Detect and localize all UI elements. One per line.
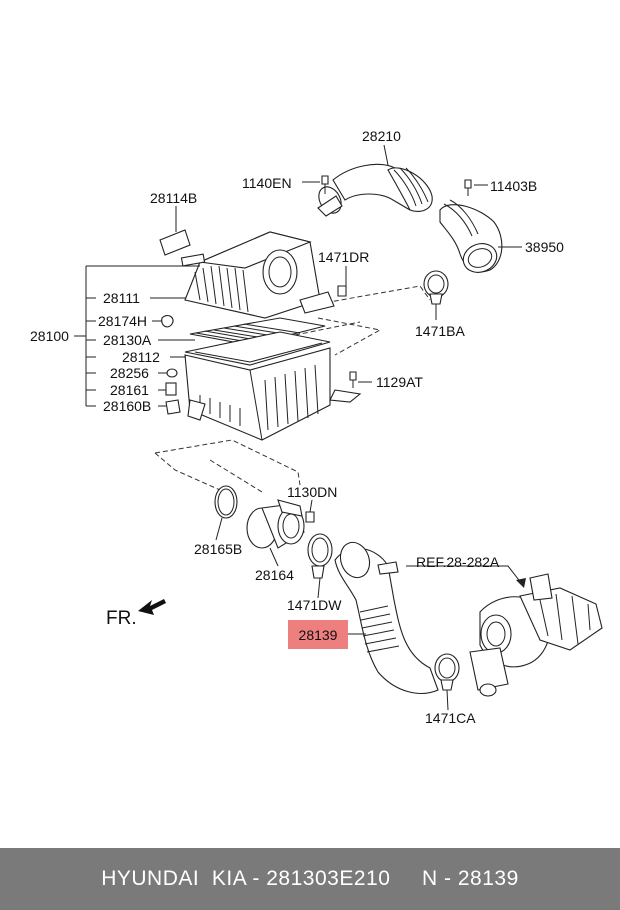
label-28256: 28256 xyxy=(110,365,149,381)
label-28161: 28161 xyxy=(110,382,149,398)
highlighted-part-28139: 28139 xyxy=(288,620,348,649)
label-28174H: 28174H xyxy=(98,313,147,329)
label-1129AT: 1129AT xyxy=(376,374,423,390)
label-28210: 28210 xyxy=(362,128,401,144)
footer-part-number: HYUNDAI KIA - 281303E210 N - 28139 xyxy=(101,867,519,890)
parts-diagram: 28210 1140EN 11403B 38950 28114B 1471DR … xyxy=(30,128,603,726)
front-arrow-icon xyxy=(138,599,166,615)
label-ref: REF.28-282A xyxy=(416,554,500,570)
air-cleaner-assembly xyxy=(154,229,449,493)
intake-hose-assembly xyxy=(214,485,603,697)
label-1471BA: 1471BA xyxy=(415,323,465,339)
label-28164: 28164 xyxy=(255,567,294,583)
label-28112: 28112 xyxy=(122,349,160,365)
label-28100: 28100 xyxy=(30,328,69,344)
label-1471CA: 1471CA xyxy=(425,710,476,726)
label-28160B: 28160B xyxy=(103,398,151,414)
label-28114B: 28114B xyxy=(150,190,197,206)
label-28130A: 28130A xyxy=(103,332,152,348)
label-11403B: 11403B xyxy=(490,178,537,194)
highlight-box xyxy=(288,620,348,649)
label-1130DN: 1130DN xyxy=(287,484,337,500)
label-28139: 28139 xyxy=(299,627,338,643)
intake-duct-28210 xyxy=(317,163,503,273)
label-1471DW: 1471DW xyxy=(287,597,342,613)
label-38950: 38950 xyxy=(525,239,564,255)
label-28165B: 28165B xyxy=(194,541,242,557)
label-28111: 28111 xyxy=(103,290,140,306)
part-labels: 28210 1140EN 11403B 38950 28114B 1471DR … xyxy=(30,128,564,726)
label-1471DR: 1471DR xyxy=(318,249,369,265)
label-fr: FR. xyxy=(106,608,137,629)
label-1140EN: 1140EN xyxy=(242,175,292,191)
leader-lines xyxy=(74,144,526,711)
footer-bar: HYUNDAI KIA - 281303E210 N - 28139 xyxy=(0,848,620,910)
